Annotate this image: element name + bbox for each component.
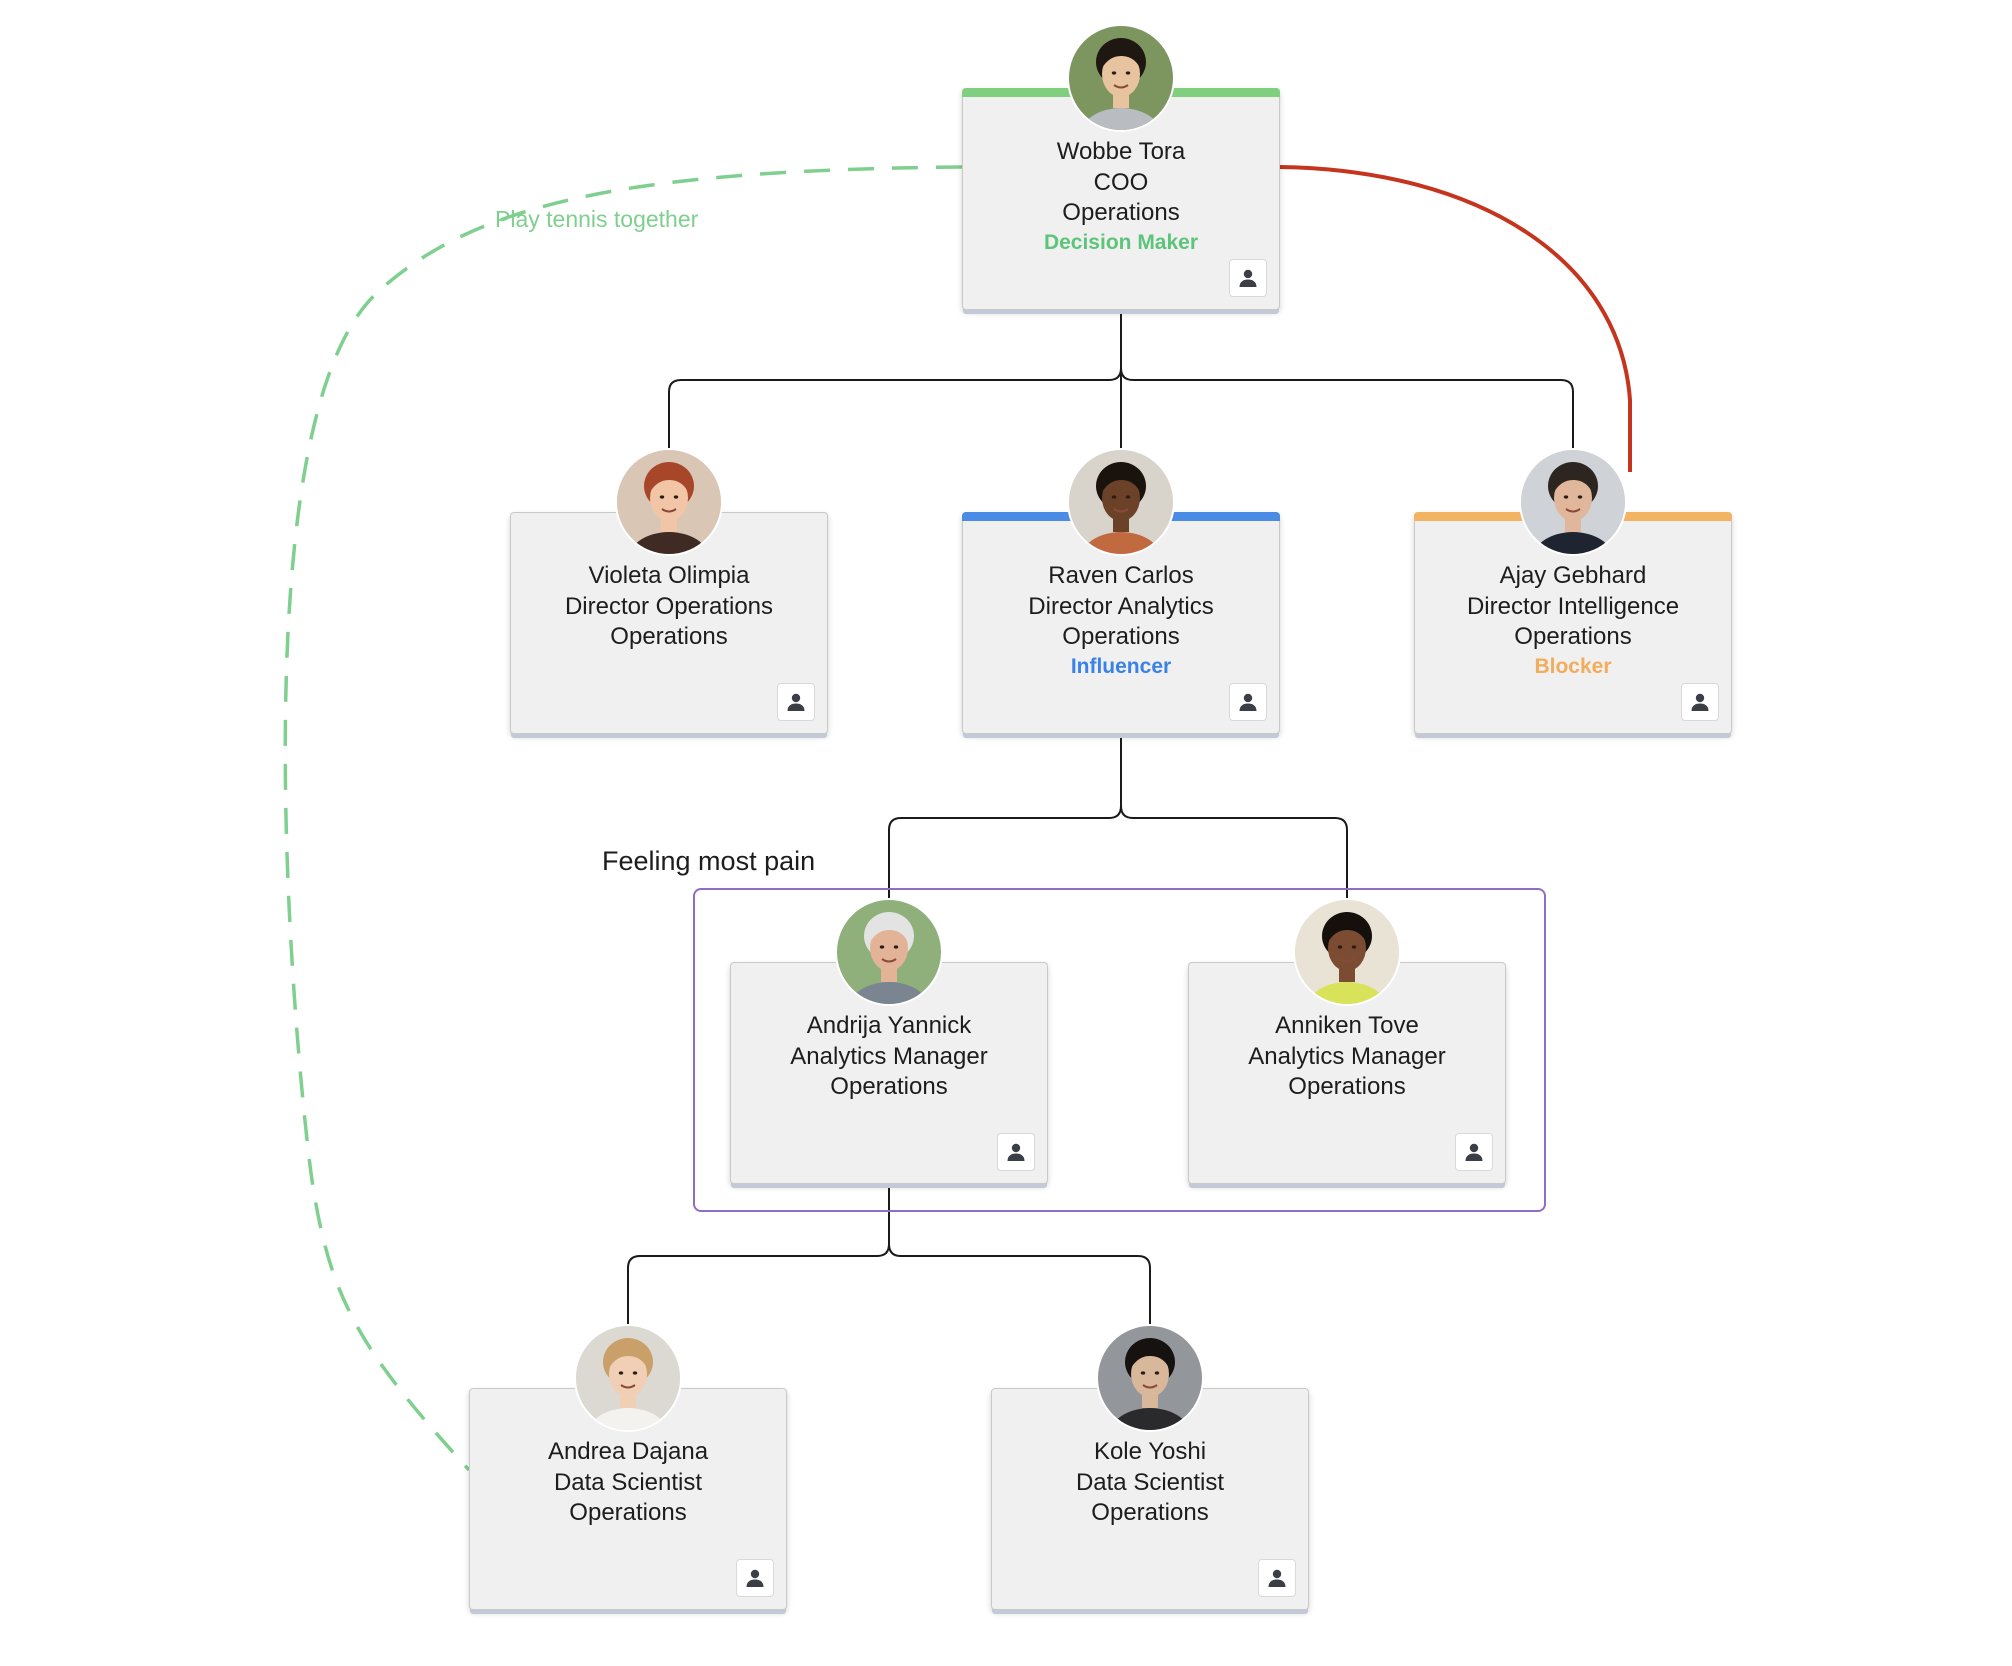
- profile-button[interactable]: [1258, 1559, 1296, 1597]
- person-icon: [1236, 690, 1260, 714]
- avatar-kole[interactable]: [1098, 1326, 1202, 1430]
- person-title: Analytics Manager: [1248, 1042, 1446, 1070]
- avatar-wobbe[interactable]: [1069, 26, 1173, 130]
- profile-button[interactable]: [1681, 683, 1719, 721]
- person-department: Operations: [1062, 199, 1180, 226]
- person-department: Operations: [1091, 1499, 1209, 1526]
- person-department: Operations: [1288, 1073, 1406, 1100]
- person-icon: [1004, 1140, 1028, 1164]
- person-title: COO: [1093, 168, 1149, 196]
- role-tag: Blocker: [1534, 654, 1612, 678]
- person-title: Data Scientist: [553, 1468, 703, 1496]
- person-department: Operations: [1514, 623, 1632, 650]
- role-tag: Decision Maker: [1043, 230, 1199, 254]
- profile-button[interactable]: [1455, 1133, 1493, 1171]
- person-title: Director Analytics: [1028, 592, 1214, 620]
- person-icon: [784, 690, 808, 714]
- profile-button[interactable]: [1229, 259, 1267, 297]
- avatar-raven[interactable]: [1069, 450, 1173, 554]
- person-icon: [1265, 1566, 1289, 1590]
- reporting-line[interactable]: [888, 1184, 1160, 1390]
- avatar-anniken[interactable]: [1295, 900, 1399, 1004]
- person-name: Kole Yoshi: [1093, 1438, 1207, 1465]
- group-feeling-most-pain[interactable]: [693, 888, 1546, 1212]
- reporting-line[interactable]: [1120, 310, 1583, 514]
- person-department: Operations: [610, 623, 728, 650]
- avatar-andrija[interactable]: [837, 900, 941, 1004]
- person-name: Andrea Dajana: [547, 1438, 709, 1465]
- profile-button[interactable]: [1229, 683, 1267, 721]
- person-name: Violeta Olimpia: [588, 562, 750, 589]
- profile-button[interactable]: [777, 683, 815, 721]
- group-label: Feeling most pain: [602, 846, 816, 876]
- relationship-line-conflict[interactable]: [1279, 165, 1632, 472]
- reporting-line[interactable]: [626, 1184, 890, 1390]
- reporting-line[interactable]: [667, 310, 1122, 514]
- avatar-andrea[interactable]: [576, 1326, 680, 1430]
- relationship-label: Play tennis together: [495, 206, 699, 232]
- relationship-line-tennis[interactable]: [283, 165, 963, 1472]
- person-title: Analytics Manager: [790, 1042, 988, 1070]
- reporting-line[interactable]: [1120, 734, 1357, 964]
- person-department: Operations: [1062, 623, 1180, 650]
- person-name: Anniken Tove: [1275, 1012, 1419, 1039]
- profile-button[interactable]: [997, 1133, 1035, 1171]
- person-title: Director Intelligence: [1466, 592, 1680, 620]
- profile-button[interactable]: [736, 1559, 774, 1597]
- person-icon: [1462, 1140, 1486, 1164]
- person-title: Data Scientist: [1075, 1468, 1225, 1496]
- person-name: Ajay Gebhard: [1499, 562, 1647, 589]
- person-icon: [1688, 690, 1712, 714]
- role-tag: Influencer: [1070, 654, 1172, 678]
- person-department: Operations: [569, 1499, 687, 1526]
- person-icon: [1236, 266, 1260, 290]
- person-department: Operations: [830, 1073, 948, 1100]
- person-name: Andrija Yannick: [806, 1012, 972, 1039]
- reporting-line[interactable]: [887, 734, 1122, 964]
- avatar-ajay[interactable]: [1521, 450, 1625, 554]
- avatar-violeta[interactable]: [617, 450, 721, 554]
- person-name: Raven Carlos: [1048, 562, 1194, 589]
- person-name: Wobbe Tora: [1056, 138, 1186, 165]
- person-title: Director Operations: [564, 592, 774, 620]
- person-icon: [743, 1566, 767, 1590]
